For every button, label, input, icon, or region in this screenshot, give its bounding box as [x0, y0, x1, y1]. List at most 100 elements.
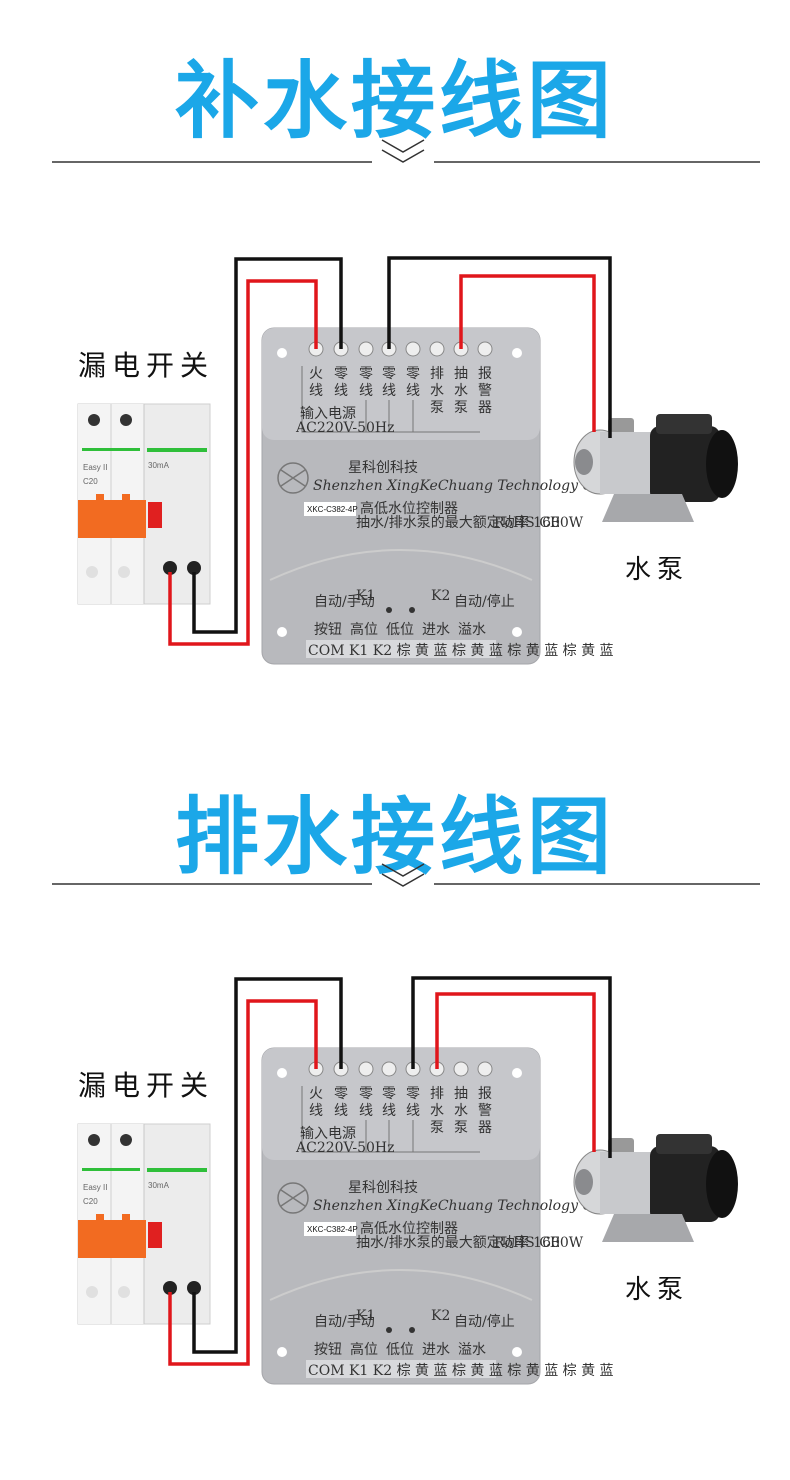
svg-text:水: 水 [430, 383, 444, 399]
section-supply: 补水接线图 漏电开关 Easy II C20 30mA [52, 52, 760, 665]
breaker-label: 漏电开关 [78, 349, 214, 382]
svg-text:零: 零 [406, 366, 420, 382]
svg-text:零: 零 [382, 366, 396, 382]
svg-text:线: 线 [359, 383, 373, 399]
controller-panel: 火线 零线 零线 零线 零线 排水泵 抽水泵 报警器 输入电源 AC220V-5… [261, 1047, 639, 1385]
svg-text:线: 线 [382, 383, 396, 399]
breaker-label: 漏电开关 [78, 1069, 214, 1102]
svg-text:泵: 泵 [430, 1120, 444, 1136]
mode-right-label: 自动/停止 [454, 593, 515, 610]
brand-name: 星科创科技 [348, 460, 418, 476]
breaker-rcd: 30mA [148, 1181, 170, 1190]
svg-text:警: 警 [478, 1103, 492, 1119]
input-voltage-label: AC220V-50Hz [295, 1140, 395, 1156]
svg-text:进水: 进水 [422, 622, 450, 638]
svg-text:泵: 泵 [454, 400, 468, 416]
bottom-group-labels: 按钮 高位 低位 进水 溢水 [314, 1341, 486, 1358]
svg-text:水: 水 [430, 1103, 444, 1119]
svg-text:低位: 低位 [386, 622, 414, 638]
mode-left-label: 自动/手动 [314, 1314, 375, 1330]
svg-text:低位: 低位 [386, 1342, 414, 1358]
pump-label: 水泵 [625, 555, 689, 585]
bottom-group-labels: 按钮 高位 低位 进水 溢水 [314, 621, 486, 638]
product-name: 高低水位控制器 [360, 500, 458, 517]
test-button[interactable] [148, 1222, 162, 1248]
svg-text:按钮: 按钮 [314, 1342, 342, 1358]
breaker-lever[interactable] [78, 500, 146, 538]
svg-text:警: 警 [478, 383, 492, 399]
svg-text:水: 水 [454, 1103, 468, 1119]
k2-label: K2 [431, 588, 450, 604]
bottom-pin-labels: COM K1 K2 棕 黄 蓝 棕 黄 蓝 棕 黄 蓝 棕 黄 蓝 [308, 642, 614, 659]
svg-text:零: 零 [334, 1086, 348, 1102]
top-terminal-screws [308, 341, 493, 357]
svg-text:抽: 抽 [454, 366, 468, 382]
k2-label: K2 [431, 1308, 450, 1324]
svg-text:排: 排 [430, 1086, 444, 1102]
chevron-down-icon [381, 139, 425, 153]
pump-label: 水泵 [625, 1275, 689, 1305]
svg-text:线: 线 [309, 1103, 323, 1119]
model-number: XKC-C382-4P [307, 1225, 358, 1234]
power-rating: 抽水/排水泵的最大额定功率 1600W [356, 1234, 584, 1251]
breaker-rating: C20 [83, 477, 98, 486]
top-terminal-labels: 火线 零线 零线 零线 零线 排水泵 抽水泵 报警器 [309, 1086, 492, 1136]
svg-text:火: 火 [309, 1086, 323, 1102]
breaker-rcd: 30mA [148, 461, 170, 470]
wiring-diagram-supply: 漏电开关 Easy II C20 30mA [52, 139, 760, 665]
brand-logo-icon [277, 462, 309, 494]
svg-text:器: 器 [478, 400, 492, 416]
svg-text:泵: 泵 [430, 400, 444, 416]
k1-label: K1 [356, 588, 375, 604]
svg-text:高位: 高位 [350, 1341, 378, 1358]
brand-english: Shenzhen XingKeChuang Technology Co., Lt… [313, 1198, 639, 1214]
mode-right-label: 自动/停止 [454, 1313, 515, 1330]
svg-text:线: 线 [406, 1103, 420, 1119]
svg-text:水: 水 [454, 383, 468, 399]
chevron-down-icon [381, 149, 425, 163]
svg-text:线: 线 [334, 1103, 348, 1119]
svg-text:零: 零 [406, 1086, 420, 1102]
svg-text:线: 线 [359, 1103, 373, 1119]
svg-text:排: 排 [430, 366, 444, 382]
svg-text:线: 线 [382, 1103, 396, 1119]
certifications: RoHS CE [494, 515, 560, 531]
brand-name: 星科创科技 [348, 1180, 418, 1196]
test-button[interactable] [148, 502, 162, 528]
section-drain: 排水接线图 漏电开关 Easy II C20 30mA [0, 720, 790, 1460]
water-pump [573, 414, 738, 522]
svg-text:进水: 进水 [422, 1342, 450, 1358]
chevron-down-icon [381, 873, 425, 887]
water-pump [573, 1134, 738, 1242]
mode-left-label: 自动/手动 [314, 594, 375, 610]
svg-text:零: 零 [359, 366, 373, 382]
model-number: XKC-C382-4P [307, 505, 358, 514]
indicator-led [386, 1327, 392, 1333]
input-voltage-label: AC220V-50Hz [295, 420, 395, 436]
wires [168, 976, 612, 1366]
svg-text:零: 零 [382, 1086, 396, 1102]
svg-text:线: 线 [334, 383, 348, 399]
svg-text:线: 线 [406, 383, 420, 399]
breaker-lever[interactable] [78, 1220, 146, 1258]
breaker-brand: Easy II [83, 463, 107, 472]
section-title: 补水接线图 [174, 52, 615, 150]
breaker-brand: Easy II [83, 1183, 107, 1192]
indicator-led [386, 607, 392, 613]
chevron-down-icon [381, 863, 425, 877]
wiring-diagram-drain: 漏电开关 Easy II C20 30mA [52, 863, 760, 1385]
controller-panel: 火线 零线 零线 零线 零线 排水泵 抽水泵 报警器 输入电源 AC220V-5… [261, 327, 639, 665]
svg-text:高位: 高位 [350, 621, 378, 638]
breaker-rating: C20 [83, 1197, 98, 1206]
svg-text:零: 零 [334, 366, 348, 382]
indicator-led [409, 607, 415, 613]
svg-text:零: 零 [359, 1086, 373, 1102]
svg-text:火: 火 [309, 366, 323, 382]
brand-logo-icon [277, 1182, 309, 1214]
indicator-led [409, 1327, 415, 1333]
power-rating: 抽水/排水泵的最大额定功率 1600W [356, 514, 584, 531]
svg-text:线: 线 [309, 383, 323, 399]
svg-text:按钮: 按钮 [314, 622, 342, 638]
input-power-label: 输入电源 [300, 406, 356, 422]
svg-text:泵: 泵 [454, 1120, 468, 1136]
